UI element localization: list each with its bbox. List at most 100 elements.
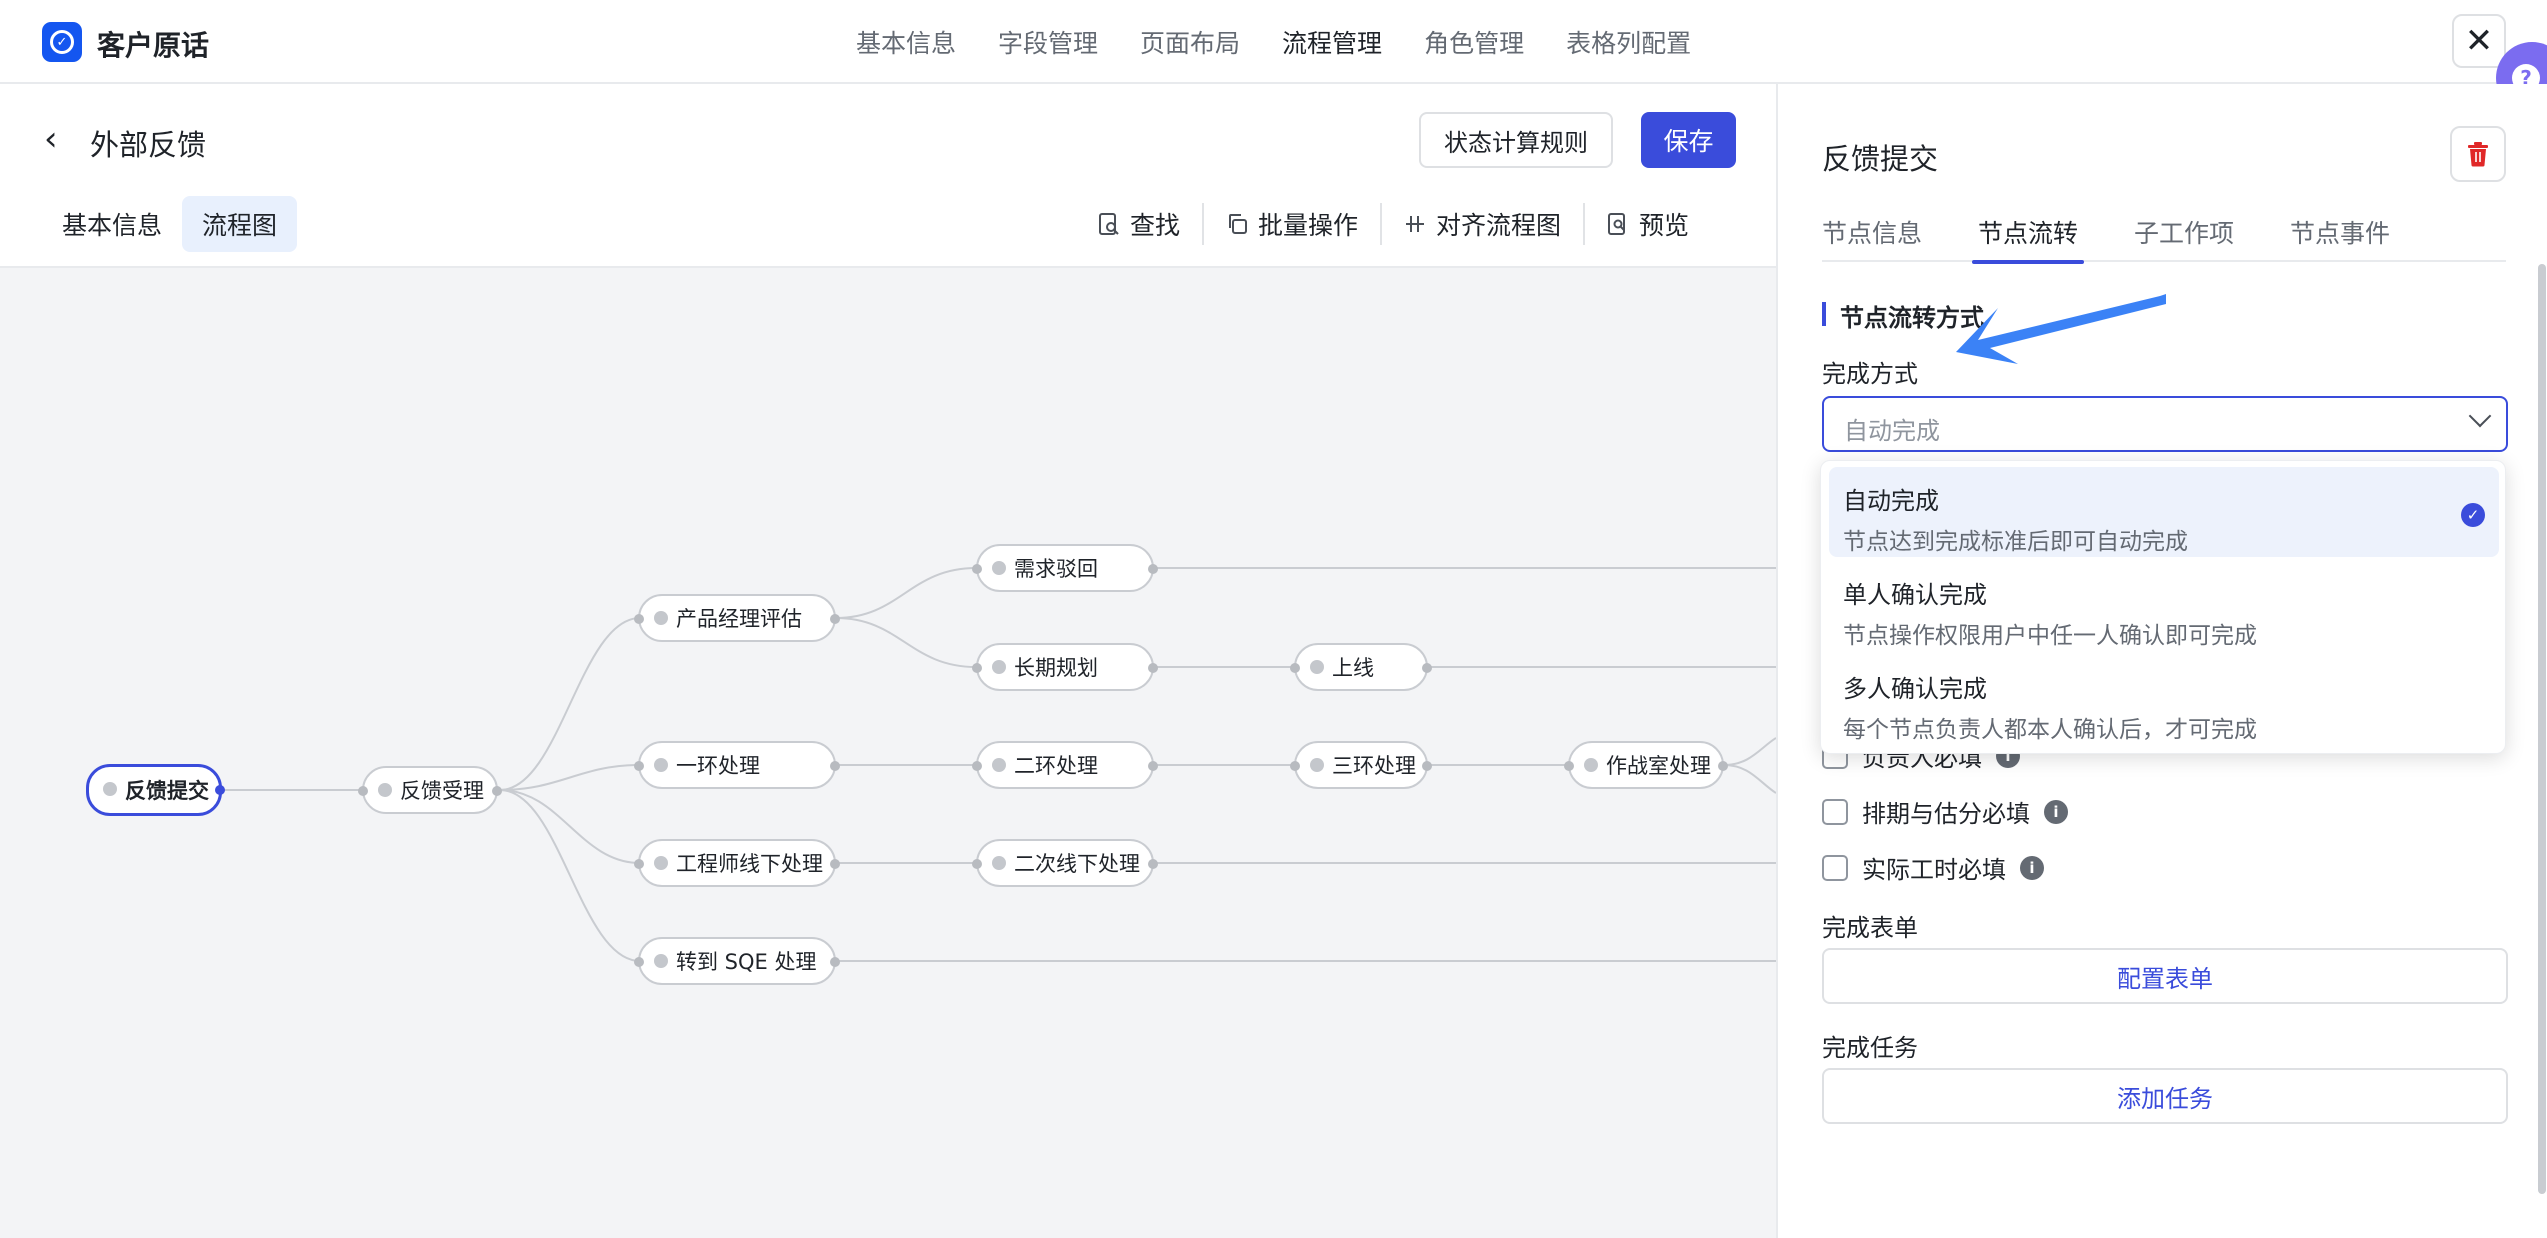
panel-tab-node-events[interactable]: 节点事件 (2290, 219, 2391, 248)
configure-form-button[interactable]: 配置表单 (1822, 948, 2508, 1004)
flow-node-long-plan[interactable]: 长期规划 (972, 643, 1158, 691)
node-status-dot (992, 660, 1006, 674)
node-status-dot (1310, 758, 1324, 772)
node-in-port[interactable] (972, 663, 982, 673)
complete-mode-select[interactable]: 自动完成 (1822, 396, 2508, 452)
top-nav-basic-info[interactable]: 基本信息 (856, 29, 957, 58)
node-out-port[interactable] (1148, 761, 1158, 771)
node-in-port[interactable] (972, 564, 982, 574)
node-in-port[interactable] (972, 761, 982, 771)
top-nav: 基本信息 字段管理 页面布局 流程管理 角色管理 表格列配置 (856, 24, 1691, 60)
find-button[interactable]: 查找 (1098, 206, 1202, 242)
status-rule-button[interactable]: 状态计算规则 (1419, 112, 1613, 168)
flowchart-canvas[interactable]: 反馈提交 反馈受理 产品经理评估 需求驳回 长期规划 上线 一环处理 (0, 266, 1776, 1238)
flow-node-offline[interactable]: 工程师线下处理 (634, 839, 840, 887)
panel-tab-sub-work-items[interactable]: 子工作项 (2134, 219, 2235, 248)
node-status-dot (992, 758, 1006, 772)
top-nav-page-layout[interactable]: 页面布局 (1140, 29, 1241, 58)
panel-tab-node-info[interactable]: 节点信息 (1822, 219, 1923, 248)
panel-tab-node-flow[interactable]: 节点流转 (1972, 210, 2085, 264)
app-title: 客户原话 (97, 29, 210, 62)
save-button[interactable]: 保存 (1641, 112, 1736, 168)
option-auto-complete[interactable]: 自动完成 节点达到完成标准后即可自动完成 ✓ (1829, 467, 2499, 557)
option-title: 自动完成 (1843, 487, 1939, 515)
hours-required-checkbox-row[interactable]: 实际工时必填 i (1822, 850, 2044, 885)
node-out-port[interactable] (830, 614, 840, 624)
option-single-confirm[interactable]: 单人确认完成 节点操作权限用户中任一人确认即可完成 (1829, 561, 2499, 651)
node-out-port[interactable] (1422, 663, 1432, 673)
chevron-down-icon (2468, 404, 2492, 428)
node-out-port[interactable] (492, 786, 502, 796)
node-in-port[interactable] (1290, 761, 1300, 771)
node-in-port[interactable] (972, 859, 982, 869)
option-desc: 每个节点负责人都本人确认后，才可完成 (1843, 717, 2257, 743)
node-in-port[interactable] (634, 614, 644, 624)
flow-node-submit[interactable]: 反馈提交 (86, 764, 225, 816)
find-doc-icon (1099, 213, 1119, 235)
node-label: 二环处理 (1014, 754, 1098, 778)
flow-node-level2[interactable]: 二环处理 (972, 741, 1158, 789)
node-in-port[interactable] (634, 957, 644, 967)
flow-node-accept[interactable]: 反馈受理 (358, 766, 502, 814)
preview-button[interactable]: 预览 (1585, 206, 1711, 242)
node-out-port[interactable] (1718, 761, 1728, 771)
node-out-port[interactable] (1148, 663, 1158, 673)
node-in-port[interactable] (358, 786, 368, 796)
node-label: 二次线下处理 (1014, 852, 1140, 876)
top-nav-field-management[interactable]: 字段管理 (998, 29, 1099, 58)
node-label: 长期规划 (1014, 656, 1098, 680)
close-icon: ✕ (2464, 21, 2494, 61)
flow-node-level1[interactable]: 一环处理 (634, 741, 840, 789)
close-button[interactable]: ✕ (2452, 14, 2506, 68)
toolbar-divider (1380, 203, 1383, 245)
trash-icon (2468, 142, 2488, 167)
copy-icon (1229, 214, 1248, 234)
node-out-port[interactable] (830, 761, 840, 771)
panel-scrollbar[interactable] (2538, 264, 2546, 1194)
align-flowchart-button[interactable]: 对齐流程图 (1382, 206, 1583, 242)
node-out-port[interactable] (1148, 564, 1158, 574)
complete-mode-dropdown: 自动完成 节点达到完成标准后即可自动完成 ✓ 单人确认完成 节点操作权限用户中任… (1820, 460, 2506, 754)
page-title: 外部反馈 (90, 128, 207, 162)
complete-task-label: 完成任务 (1822, 1034, 1918, 1062)
hours-required-label: 实际工时必填 (1862, 856, 2006, 884)
node-out-port[interactable] (215, 785, 225, 795)
flow-node-warroom[interactable]: 作战室处理 (1564, 741, 1728, 789)
sub-tab-flowchart[interactable]: 流程图 (182, 196, 298, 252)
top-nav-flow-management[interactable]: 流程管理 (1282, 29, 1383, 58)
flow-node-reject[interactable]: 需求驳回 (972, 544, 1158, 592)
hours-required-checkbox[interactable] (1822, 854, 1848, 881)
top-nav-role-management[interactable]: 角色管理 (1424, 29, 1525, 58)
top-nav-table-columns[interactable]: 表格列配置 (1566, 29, 1692, 58)
node-out-port[interactable] (830, 957, 840, 967)
node-in-port[interactable] (1564, 761, 1574, 771)
node-label: 三环处理 (1332, 754, 1416, 778)
align-icon (1406, 216, 1425, 232)
info-icon[interactable]: i (2020, 855, 2044, 880)
flow-node-offline2[interactable]: 二次线下处理 (972, 839, 1158, 887)
back-chevron-icon[interactable]: ‹ (44, 119, 58, 159)
option-multi-confirm[interactable]: 多人确认完成 每个节点负责人都本人确认后，才可完成 (1829, 655, 2499, 745)
node-out-port[interactable] (1148, 859, 1158, 869)
node-in-port[interactable] (634, 859, 644, 869)
sub-tab-basic-info[interactable]: 基本信息 (62, 211, 163, 240)
panel-tabs: 节点信息 节点流转 子工作项 节点事件 (1822, 210, 2506, 264)
canvas-toolbar: 查找 批量操作 对齐流程图 预览 (1098, 202, 1711, 246)
flow-node-level3[interactable]: 三环处理 (1290, 741, 1432, 789)
schedule-required-checkbox-row[interactable]: 排期与估分必填 i (1822, 794, 2068, 829)
batch-operation-button[interactable]: 批量操作 (1204, 206, 1380, 242)
node-in-port[interactable] (634, 761, 644, 771)
edge-accept-level1 (499, 764, 641, 791)
flow-node-sqe[interactable]: 转到 SQE 处理 (634, 937, 840, 985)
schedule-required-checkbox[interactable] (1822, 798, 1848, 825)
flow-node-online[interactable]: 上线 (1290, 643, 1432, 691)
info-icon[interactable]: i (2044, 799, 2068, 824)
flow-node-pm-eval[interactable]: 产品经理评估 (634, 594, 840, 642)
node-status-dot (654, 611, 668, 625)
node-out-port[interactable] (830, 859, 840, 869)
node-in-port[interactable] (1290, 663, 1300, 673)
schedule-required-label: 排期与估分必填 (1862, 800, 2030, 828)
node-out-port[interactable] (1422, 761, 1432, 771)
delete-node-button[interactable] (2450, 126, 2506, 182)
add-task-button[interactable]: 添加任务 (1822, 1068, 2508, 1124)
